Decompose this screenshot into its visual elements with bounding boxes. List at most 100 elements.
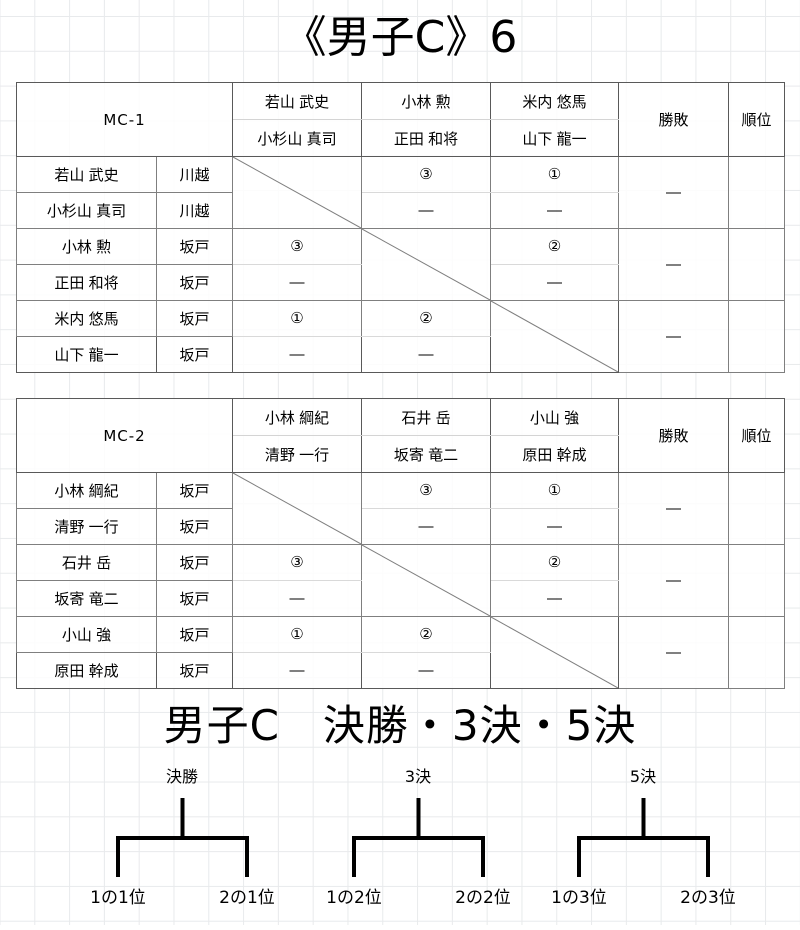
column-player-bottom-2: 正田 和将 xyxy=(361,119,491,157)
column-player-bottom-2: 坂寄 竜二 xyxy=(361,435,491,473)
row-player-club: 坂戸 xyxy=(156,264,233,301)
row-player-club: 坂戸 xyxy=(156,300,233,337)
row-player-name: 小山 強 xyxy=(16,616,157,653)
column-player-bottom-3: 原田 幹成 xyxy=(490,435,619,473)
diagonal-cell xyxy=(361,228,491,301)
table-header-row-top: MC-1 若山 武史 小林 勲 米内 悠馬 勝敗 順位 xyxy=(16,82,785,157)
result-cell: — xyxy=(618,228,729,301)
match-cell: — xyxy=(232,264,362,301)
bracket-match-3-lines xyxy=(577,798,710,877)
diagonal-slash-icon xyxy=(362,545,490,616)
row-player-club: 坂戸 xyxy=(156,652,233,689)
match-cell: — xyxy=(361,652,491,689)
table-row: 若山 武史 川越 ③ ① — xyxy=(16,156,785,229)
match-cell: — xyxy=(490,580,619,617)
column-player-bottom-1: 小杉山 真司 xyxy=(232,119,362,157)
diagonal-cell xyxy=(361,544,491,617)
match-cell: — xyxy=(232,336,362,373)
match-cell: — xyxy=(361,336,491,373)
round-robin-table-mc1: MC-1 若山 武史 小林 勲 米内 悠馬 勝敗 順位 小杉山 真司 正田 和将… xyxy=(16,82,785,373)
bracket-slot-1-left: 1の1位 xyxy=(90,888,146,908)
result-cell: — xyxy=(618,300,729,373)
bracket-slot-2-right: 2の2位 xyxy=(455,888,511,908)
result-cell: — xyxy=(618,472,729,545)
result-cell: — xyxy=(618,616,729,689)
bracket-match-2-label: 3決 xyxy=(404,767,432,786)
row-player-name: 石井 岳 xyxy=(16,544,157,581)
table-row: 小山 強 坂戸 ① ② — xyxy=(16,616,785,689)
diagonal-slash-icon xyxy=(491,617,618,688)
match-cell: — xyxy=(361,508,491,545)
row-player-name: 原田 幹成 xyxy=(16,652,157,689)
group-name: MC-2 xyxy=(16,398,233,473)
row-player-club: 坂戸 xyxy=(156,472,233,509)
row-player-name: 小林 勲 xyxy=(16,228,157,265)
result-column-header: 勝敗 xyxy=(618,82,729,157)
row-player-name: 米内 悠馬 xyxy=(16,300,157,337)
column-player-top-1: 若山 武史 xyxy=(232,82,362,120)
rank-column-header: 順位 xyxy=(728,82,785,157)
row-player-club: 坂戸 xyxy=(156,508,233,545)
rank-column-header: 順位 xyxy=(728,398,785,473)
bracket-heading: 男子C 決勝・3決・5決 xyxy=(163,701,637,750)
round-robin-table-mc2: MC-2 小林 綱紀 石井 岳 小山 強 勝敗 順位 清野 一行 坂寄 竜二 原… xyxy=(16,398,785,689)
column-player-top-3: 米内 悠馬 xyxy=(490,82,619,120)
table-header-row-bottom: 清野 一行 坂寄 竜二 原田 幹成 xyxy=(17,435,785,473)
bracket-match-2-lines xyxy=(352,798,485,877)
match-cell: — xyxy=(232,580,362,617)
column-player-top-3: 小山 強 xyxy=(490,398,619,436)
table-row: 石井 岳 坂戸 ③ ② — xyxy=(16,544,785,617)
table-row: 小杉山 真司 川越 — — xyxy=(16,192,785,229)
diagonal-slash-icon xyxy=(362,229,490,300)
match-cell: ② xyxy=(490,544,619,581)
column-player-bottom-1: 清野 一行 xyxy=(232,435,362,473)
rank-cell xyxy=(728,156,785,229)
column-player-top-2: 小林 勲 xyxy=(361,82,491,120)
row-player-name: 清野 一行 xyxy=(16,508,157,545)
diagonal-cell xyxy=(490,300,619,373)
match-cell: — xyxy=(490,264,619,301)
table-row: 米内 悠馬 坂戸 ① ② — xyxy=(16,300,785,373)
row-player-club: 坂戸 xyxy=(156,336,233,373)
result-column-header: 勝敗 xyxy=(618,398,729,473)
bracket-slot-1-right: 2の1位 xyxy=(219,888,275,908)
match-cell: — xyxy=(361,192,491,229)
match-cell: ③ xyxy=(232,228,362,265)
match-cell: ② xyxy=(361,300,491,337)
match-cell: — xyxy=(232,652,362,689)
row-player-name: 小林 綱紀 xyxy=(16,472,157,509)
row-player-club: 川越 xyxy=(156,192,233,229)
diagonal-slash-icon xyxy=(233,157,361,228)
row-player-name: 小杉山 真司 xyxy=(16,192,157,229)
row-player-club: 川越 xyxy=(156,156,233,193)
bracket-match-1-label: 決勝 xyxy=(165,767,198,786)
table-header-row-bottom: 小杉山 真司 正田 和将 山下 龍一 xyxy=(17,119,785,157)
rank-cell xyxy=(728,228,785,301)
bracket-lines xyxy=(116,798,710,877)
table-header-row-top: MC-2 小林 綱紀 石井 岳 小山 強 勝敗 順位 xyxy=(16,398,785,473)
diagonal-slash-icon xyxy=(491,301,618,372)
table-row: 正田 和将 坂戸 — — xyxy=(16,264,785,301)
diagonal-slash-icon xyxy=(233,473,361,544)
row-player-name: 坂寄 竜二 xyxy=(16,580,157,617)
rank-cell xyxy=(728,472,785,545)
match-cell: ② xyxy=(490,228,619,265)
match-cell: ③ xyxy=(361,156,491,193)
row-player-name: 山下 龍一 xyxy=(16,336,157,373)
rank-cell xyxy=(728,616,785,689)
row-player-club: 坂戸 xyxy=(156,580,233,617)
result-cell: — xyxy=(618,156,729,229)
rank-cell xyxy=(728,300,785,373)
bracket-diagram: 決勝 3決 5決 1の1位 2の1位 1の2位 2の2位 1の3位 2の3位 xyxy=(0,745,800,925)
match-cell: — xyxy=(490,508,619,545)
match-cell: ① xyxy=(232,300,362,337)
match-cell: — xyxy=(490,192,619,229)
bracket-slot-3-left: 1の3位 xyxy=(551,888,607,908)
bracket-match-3-label: 5決 xyxy=(629,767,657,786)
table-row: 小林 勲 坂戸 ③ ② — xyxy=(16,228,785,301)
column-player-top-2: 石井 岳 xyxy=(361,398,491,436)
page-title: 《男子C》6 xyxy=(282,12,518,63)
match-cell: ① xyxy=(490,472,619,509)
diagonal-cell xyxy=(490,616,619,689)
rank-cell xyxy=(728,544,785,617)
